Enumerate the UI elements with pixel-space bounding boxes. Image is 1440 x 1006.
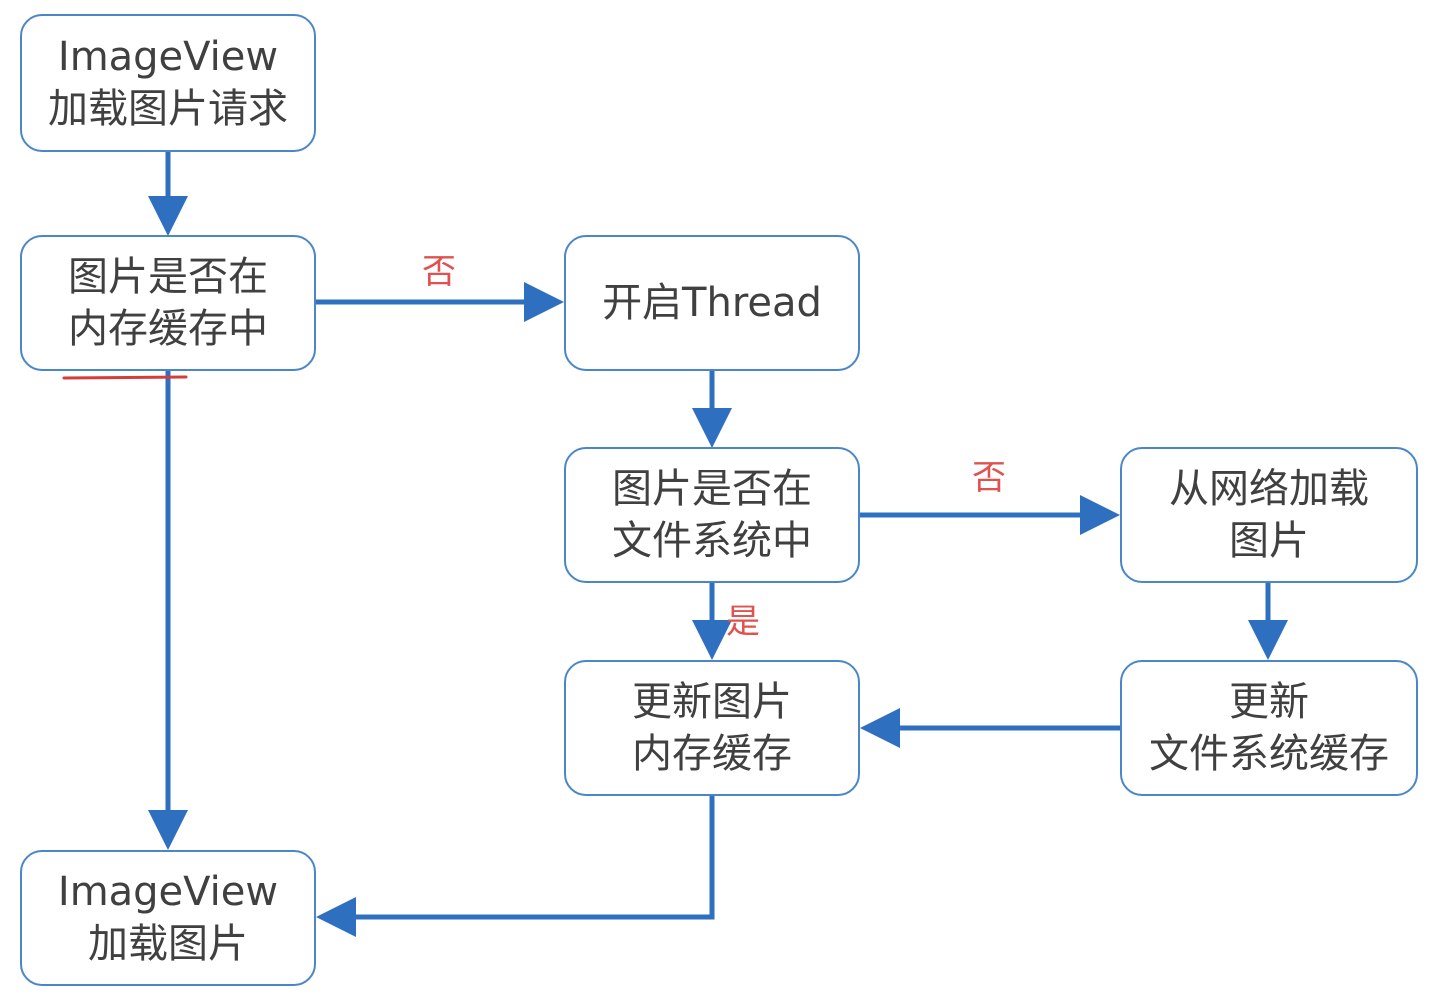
node-imageview-load-image: ImageView 加载图片 bbox=[20, 850, 316, 986]
node-label-line1: ImageView bbox=[57, 869, 279, 915]
edge-label-yes: 是 bbox=[726, 602, 760, 642]
node-label-line1: 从网络加载 bbox=[1169, 466, 1369, 512]
node-check-memory-cache: 图片是否在 内存缓存中 bbox=[20, 235, 316, 371]
node-update-memory-cache: 更新图片 内存缓存 bbox=[564, 660, 860, 796]
node-label-line2: 文件系统缓存 bbox=[1149, 731, 1389, 777]
node-label-line2: 内存缓存 bbox=[632, 731, 792, 777]
node-check-file-system: 图片是否在 文件系统中 bbox=[564, 447, 860, 583]
node-label-line1: 图片是否在 bbox=[68, 254, 268, 300]
node-label-line1: 开启Thread bbox=[602, 280, 822, 326]
node-label-line1: 更新 bbox=[1229, 679, 1309, 725]
node-imageview-load-request: ImageView 加载图片请求 bbox=[20, 14, 316, 152]
node-label-line2: 内存缓存中 bbox=[68, 306, 268, 352]
node-label-line2: 图片 bbox=[1229, 518, 1309, 564]
node-update-file-system-cache: 更新 文件系统缓存 bbox=[1120, 660, 1418, 796]
node-label-line1: ImageView bbox=[57, 34, 279, 80]
red-underline-annotation bbox=[62, 375, 188, 380]
node-label-line2: 加载图片请求 bbox=[48, 86, 288, 132]
node-load-from-network: 从网络加载 图片 bbox=[1120, 447, 1418, 583]
node-label-line2: 文件系统中 bbox=[612, 518, 812, 564]
node-start-thread: 开启Thread bbox=[564, 235, 860, 371]
arrow-n6-to-n8 bbox=[316, 796, 715, 937]
edge-label-no: 否 bbox=[972, 458, 1006, 498]
edge-label-no: 否 bbox=[422, 252, 456, 292]
node-label-line1: 更新图片 bbox=[632, 679, 792, 725]
node-label-line2: 加载图片 bbox=[88, 921, 248, 967]
node-label-line1: 图片是否在 bbox=[612, 466, 812, 512]
